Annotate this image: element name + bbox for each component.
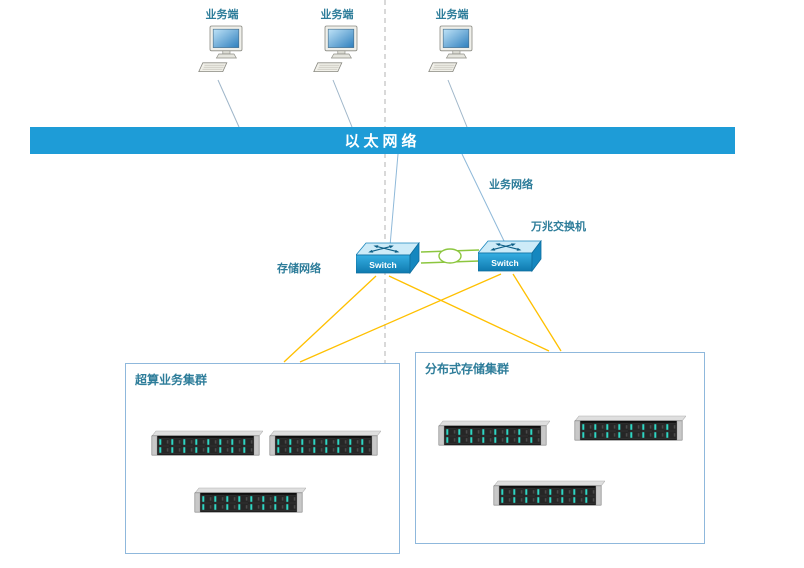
computer-icon [313,25,361,75]
terminal-node-2: 业务端 [309,6,365,80]
ethernet-label: 以太网络 [344,133,421,150]
server-icon [269,429,381,459]
terminal-2-link [332,79,353,128]
switch-icon: Switch [478,240,542,274]
server-icon [438,419,550,449]
right-switch-to-right-cluster [512,273,562,352]
ten-gig-switch-label: 万兆交换机 [531,221,586,233]
terminal-label: 业务端 [435,9,469,21]
cluster-box-supercomputing: 超算业务集群 [125,363,400,554]
right-switch-to-left-cluster [299,273,502,363]
computer-icon [428,25,476,75]
switch-node-left: Switch [356,242,420,276]
computer-icon [198,25,246,75]
business-network-label: 业务网络 [489,179,533,191]
terminal-3-link [447,79,468,128]
ethernet-bar: 以太网络 [30,127,735,154]
switch-label: Switch [491,258,518,268]
terminal-label: 业务端 [320,9,354,21]
cluster-title: 分布式存储集群 [425,362,510,376]
server-icon [493,479,605,509]
switch-label: Switch [369,260,396,270]
left-switch-to-right-cluster [388,275,550,352]
cluster-title: 超算业务集群 [135,373,208,387]
server-icon [151,429,263,459]
server-icon [194,486,306,516]
cluster-box-distributed-storage: 分布式存储集群 [415,352,705,544]
terminal-label: 业务端 [205,9,239,21]
terminal-1-link [217,79,240,128]
bar-to-right-switch-link [461,153,506,244]
terminal-node-3: 业务端 [424,6,480,80]
interlink-ellipse [438,248,462,264]
switch-node-right: Switch [478,240,542,274]
switch-icon: Switch [356,242,420,276]
storage-network-label: 存储网络 [277,263,321,275]
left-switch-to-left-cluster [283,275,377,363]
server-icon [574,414,686,444]
terminal-node-1: 业务端 [194,6,250,80]
bar-to-left-switch-link [389,153,399,247]
